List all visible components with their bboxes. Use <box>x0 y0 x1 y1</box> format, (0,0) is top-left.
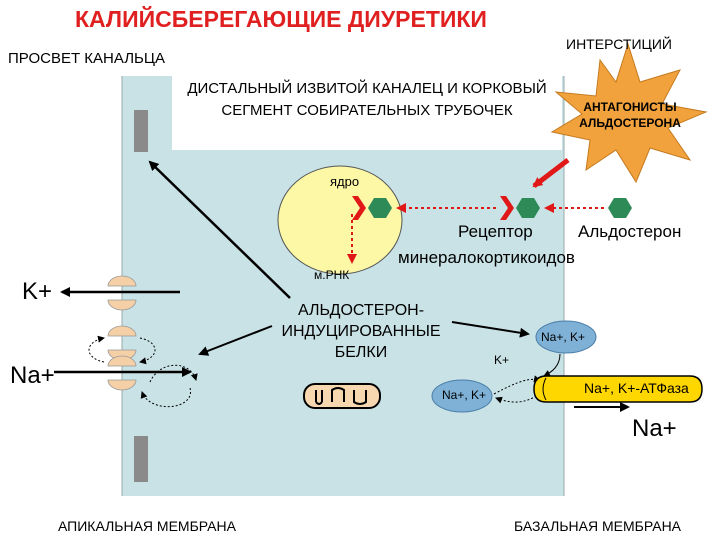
na-k-ellipse-lower <box>431 379 493 413</box>
receptor-cytoplasm <box>500 196 514 220</box>
apical-channel-na <box>107 355 137 391</box>
na-k-ellipse-upper <box>535 320 597 354</box>
page-title: КАЛИЙСБЕРЕГАЮЩИЕ ДИУРЕТИКИ <box>75 6 487 32</box>
antagonist-starburst <box>550 42 708 184</box>
aldosterone-label: Альдостерон <box>578 222 682 241</box>
apical-membrane-label: АПИКАЛЬНАЯ МЕМБРАНА <box>58 518 236 534</box>
protein-to-pump-arrow <box>451 321 530 338</box>
na-k-atpase-pump <box>533 375 703 403</box>
na-out-label: Na+ <box>632 415 677 442</box>
segment-label: ДИСТАЛЬНЫЙ ИЗВИТОЙ КАНАЛЕЦ И КОРКОВЫЙ СЕ… <box>187 80 547 119</box>
lumen-label: ПРОСВЕТ КАНАЛЬЦА <box>8 50 165 67</box>
interstitium-label: ИНТЕРСТИЦИЙ <box>566 36 672 52</box>
protein-to-apical-arrow <box>198 325 273 356</box>
nucleus <box>277 165 403 275</box>
antagonist-arrow <box>532 158 570 188</box>
antagonists-label: АНТАГОНИСТЫ АЛЬДОСТЕРОНА <box>579 100 681 130</box>
mineralocorticoid-label: минералокортикоидов <box>398 248 575 267</box>
aldosterone-hex-nucleus <box>368 198 392 218</box>
segment-label-box <box>172 74 562 150</box>
aldosterone-hex-bound <box>516 198 540 218</box>
na-k-lower-label: Na+, K+ <box>442 388 487 402</box>
k-small-label: K+ <box>494 353 510 367</box>
mitochondrion <box>303 383 381 409</box>
protein-to-junction-arrow <box>148 160 291 299</box>
aldosterone-hex-free <box>608 198 632 218</box>
mrna-label: м.РНК <box>314 268 350 282</box>
apical-channel-k <box>107 275 137 311</box>
regulation-loop-right <box>139 337 156 365</box>
nucleus-label: ядро <box>330 174 360 189</box>
na-k-upper-label: Na+, K+ <box>541 330 586 344</box>
receptor-label: Рецептор <box>458 222 533 241</box>
regulation-loop-na2 <box>149 364 198 383</box>
atpase-label: Na+, K+-АТФаза <box>584 380 689 396</box>
regulation-loop-left <box>88 335 105 363</box>
tight-junction-top <box>134 110 148 152</box>
tight-junction-bottom <box>134 436 148 482</box>
k-ion-label: K+ <box>22 278 53 305</box>
proteins-label: АЛЬДОСТЕРОН-ИНДУЦИРОВАННЫЕ БЕЛКИ <box>281 302 441 361</box>
receptor-in-nucleus <box>352 196 366 220</box>
basal-membrane-label: БАЗАЛЬНАЯ МЕМБРАНА <box>514 518 682 534</box>
pump-insert-arrow <box>543 353 561 377</box>
na-ion-label: Na+ <box>10 362 55 389</box>
